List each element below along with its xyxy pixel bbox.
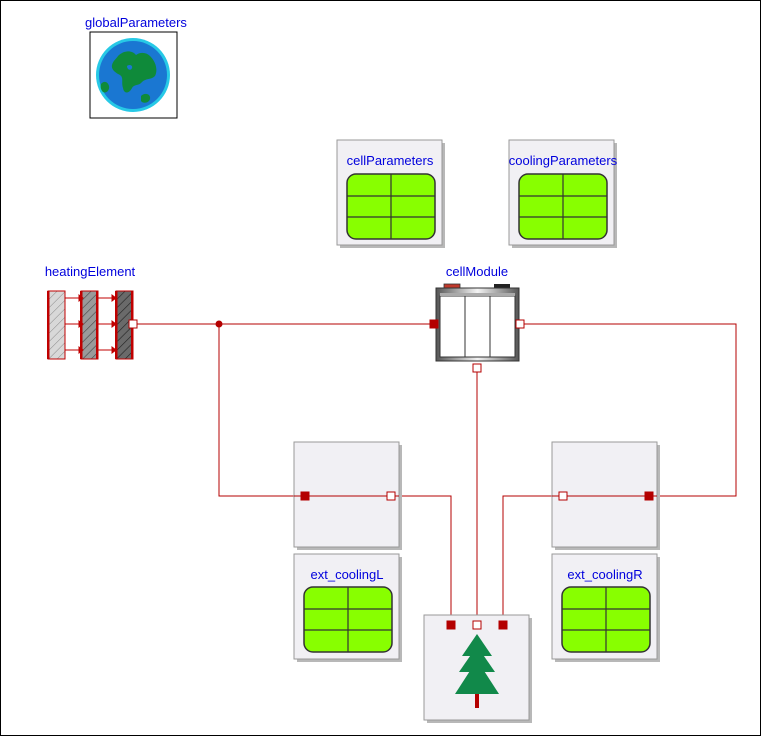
cell-module-port-right[interactable] xyxy=(515,319,525,329)
wire-cell-to-pipe-right[interactable] xyxy=(520,323,737,497)
ambient-port-left[interactable] xyxy=(446,620,456,630)
heating-element-port[interactable] xyxy=(128,319,138,329)
ext-cooling-l-block[interactable]: ext_coolingL xyxy=(293,553,402,662)
ambient-port-center[interactable] xyxy=(472,620,482,630)
cell-module-port-left[interactable] xyxy=(429,319,439,329)
heating-element-label: heatingElement xyxy=(45,264,136,279)
globe-icon xyxy=(96,38,170,112)
pipe-right-port-b[interactable] xyxy=(558,491,568,501)
cooling-parameters-label: coolingParameters xyxy=(509,153,618,168)
cell-module-label: cellModule xyxy=(446,264,508,279)
parameter-table-icon xyxy=(518,173,608,240)
heating-element-block[interactable]: heatingElement xyxy=(45,264,138,360)
pipe-right-block[interactable] xyxy=(551,441,660,550)
pipe-right-port-a[interactable] xyxy=(644,491,654,501)
battery-module-icon xyxy=(435,283,520,362)
cell-parameters-block[interactable]: cellParameters xyxy=(336,139,445,248)
wire-pipe-right-to-ambient[interactable] xyxy=(502,495,563,625)
tree-icon xyxy=(455,634,499,708)
wire-pipe-left-to-ambient[interactable] xyxy=(391,495,452,625)
cell-module-block[interactable]: cellModule xyxy=(429,264,525,373)
global-parameters-block[interactable]: globalParameters xyxy=(85,15,187,119)
pipe-left-block[interactable] xyxy=(293,441,402,550)
ambient-block[interactable] xyxy=(423,614,532,723)
ext-cooling-r-block[interactable]: ext_coolingR xyxy=(551,553,660,662)
global-parameters-label: globalParameters xyxy=(85,15,187,30)
cell-module-port-bottom[interactable] xyxy=(472,363,482,373)
parameter-table-icon xyxy=(561,586,651,653)
ambient-port-right[interactable] xyxy=(498,620,508,630)
parameter-table-icon xyxy=(346,173,436,240)
cell-parameters-label: cellParameters xyxy=(347,153,434,168)
connections xyxy=(133,320,737,625)
ext-cooling-l-label: ext_coolingL xyxy=(311,567,384,582)
pipe-left-port-b[interactable] xyxy=(386,491,396,501)
wire-junction-dot xyxy=(215,320,223,328)
cooling-parameters-block[interactable]: coolingParameters xyxy=(508,139,618,248)
pipe-left-port-a[interactable] xyxy=(300,491,310,501)
wire-junction-to-pipe-left[interactable] xyxy=(218,324,305,497)
parameter-table-icon xyxy=(303,586,393,653)
ext-cooling-r-label: ext_coolingR xyxy=(567,567,642,582)
heat-layers-icon xyxy=(47,290,134,360)
